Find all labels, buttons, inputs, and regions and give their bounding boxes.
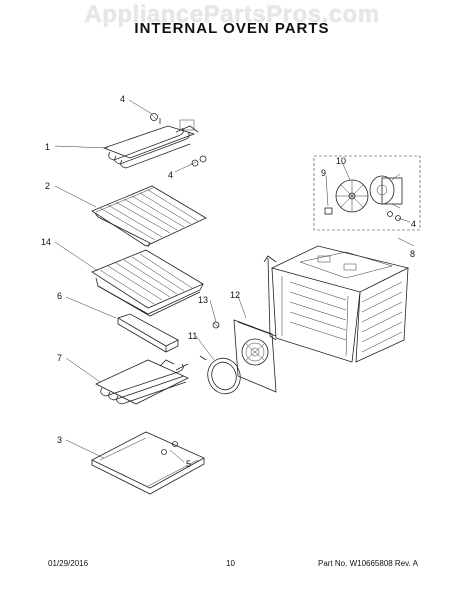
callout-labels: 4 1 4 2 14 6 7 3 5 13 12 11 10 9 4 8 bbox=[41, 94, 416, 469]
site-watermark: AppliancePartsPros.com bbox=[84, 1, 380, 28]
footer-date: 01/29/2016 bbox=[48, 559, 89, 568]
callout-fan-nut: 9 bbox=[321, 168, 326, 178]
screw-cover bbox=[161, 441, 178, 455]
screw-element-bottom bbox=[191, 155, 207, 167]
bake-element-upper bbox=[102, 118, 199, 169]
fan-nut bbox=[324, 207, 333, 215]
oven-rack bbox=[91, 185, 207, 248]
fan-motor bbox=[369, 173, 403, 209]
callout-lower-element: 7 bbox=[57, 353, 62, 363]
callout-screw-element: 4 bbox=[168, 170, 173, 180]
callout-bottom-cover: 3 bbox=[57, 435, 62, 445]
bottom-cover bbox=[91, 431, 205, 495]
convection-fan-cover bbox=[233, 319, 277, 393]
convection-element bbox=[199, 355, 241, 395]
callout-fan-assembly: 8 bbox=[410, 249, 415, 259]
roller-rack bbox=[91, 249, 204, 317]
page-title: INTERNAL OVEN PARTS bbox=[134, 20, 330, 37]
callout-fan-blade: 10 bbox=[336, 156, 346, 166]
convection-screw bbox=[212, 321, 220, 329]
callout-screw-top: 4 bbox=[120, 94, 125, 104]
callout-roller-rack: 14 bbox=[41, 237, 51, 247]
footer-page-number: 10 bbox=[226, 559, 235, 568]
bake-element-shield bbox=[117, 313, 179, 353]
fan-motor-assembly-box bbox=[313, 155, 421, 231]
leader-lines bbox=[54, 99, 415, 463]
callout-convection-screw: 13 bbox=[198, 295, 208, 305]
callout-oven-rack: 2 bbox=[45, 181, 50, 191]
callout-shield: 6 bbox=[57, 291, 62, 301]
convection-fan-blade bbox=[335, 179, 369, 213]
callout-upper-element: 1 bbox=[45, 142, 50, 152]
oven-cavity bbox=[263, 245, 410, 363]
callout-cover-screw: 5 bbox=[186, 459, 191, 469]
callout-fan-cover: 12 bbox=[230, 290, 240, 300]
bake-element-lower bbox=[95, 359, 189, 405]
motor-screws bbox=[387, 211, 401, 221]
callout-motor-screw: 4 bbox=[411, 219, 416, 229]
callout-convection-element: 11 bbox=[188, 331, 197, 341]
footer-part-number: Part No. W10665808 Rev. A bbox=[318, 559, 418, 568]
screw-top bbox=[150, 113, 158, 121]
